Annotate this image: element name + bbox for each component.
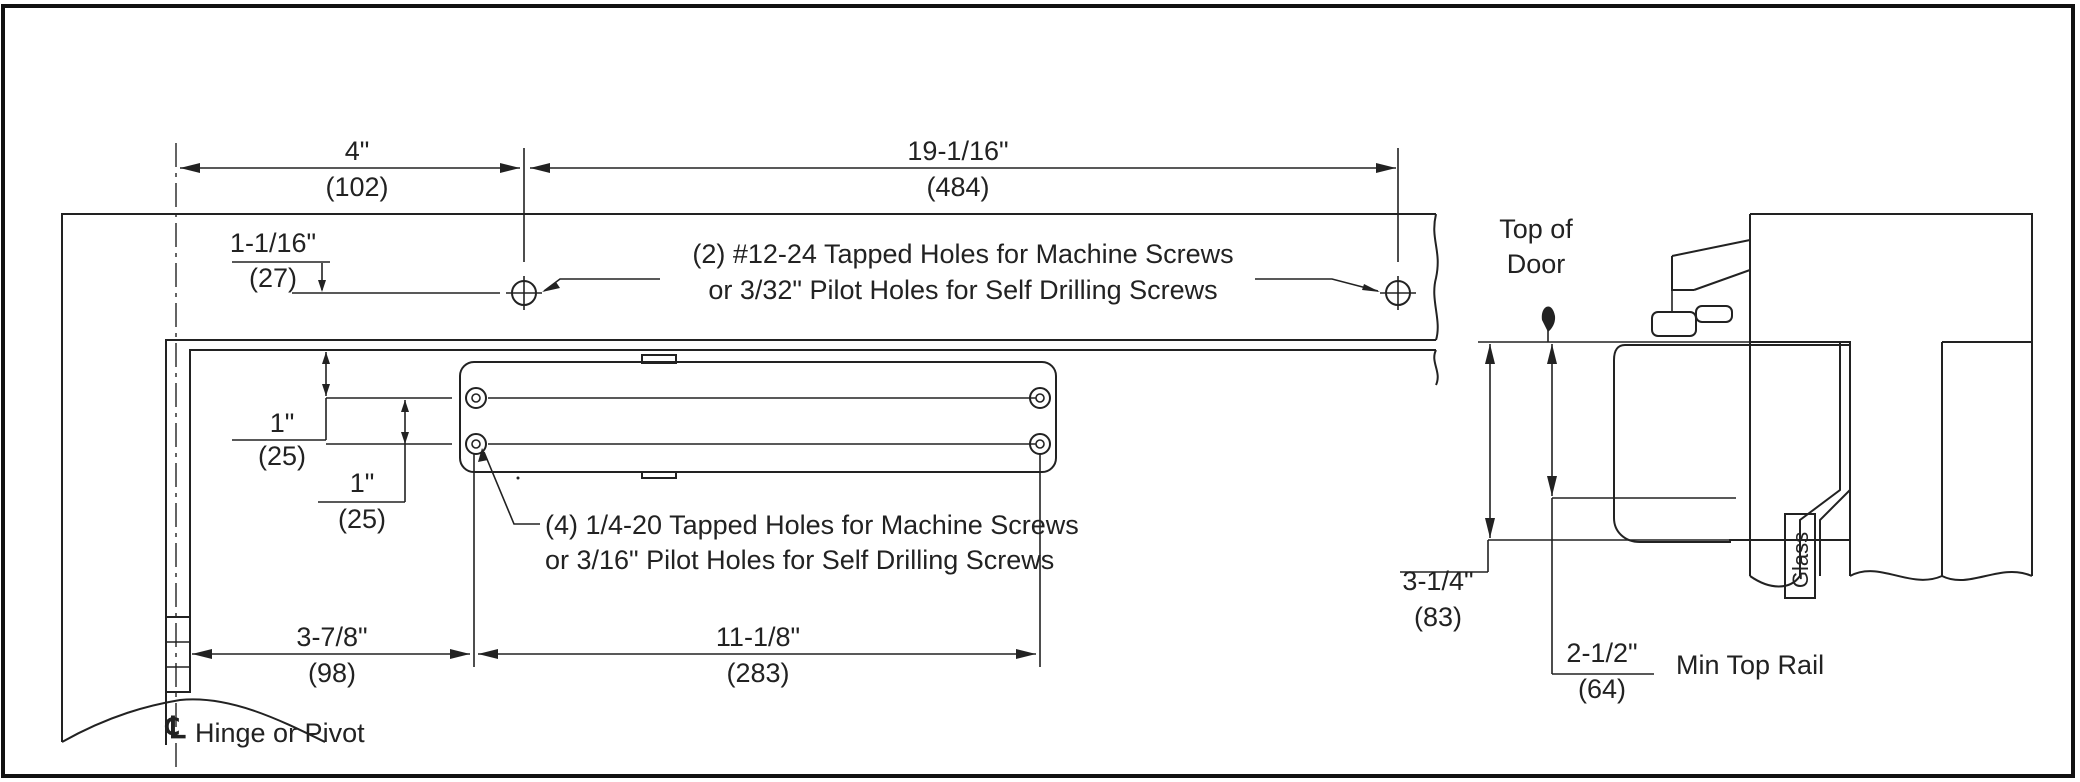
arm-note-line2: or 3/32" Pilot Holes for Self Drilling S… [708, 275, 1217, 305]
centerline-symbol: ℄ [164, 712, 186, 745]
top-of-door-line2: Door [1507, 249, 1566, 279]
arm-note-line1: (2) #12-24 Tapped Holes for Machine Scre… [692, 239, 1233, 269]
body-note-line2: or 3/16" Pilot Holes for Self Drilling S… [545, 545, 1054, 575]
bottom-break [61, 698, 326, 743]
door-break [1433, 349, 1439, 386]
side-view: Glass [1400, 213, 2033, 675]
door-outline [189, 349, 1436, 640]
dim-4-imperial: 4" [345, 136, 370, 166]
page-frame [1, 4, 2075, 778]
min-top-rail-label: Min Top Rail [1676, 650, 1824, 680]
dim-1-lower-imperial: 1" [350, 468, 375, 498]
dim-19-imperial: 19-1/16" [907, 136, 1008, 166]
hinge [165, 616, 191, 693]
top-of-door-line1: Top of [1499, 214, 1573, 244]
dim-11-1-8-imperial: 11-1/8" [716, 622, 800, 652]
dim-1-upper-imperial: 1" [270, 408, 295, 438]
dim-19-metric: (484) [926, 172, 989, 202]
dim-2-1-2-metric: (64) [1578, 674, 1626, 704]
dim-2-1-2-imperial: 2-1/2" [1566, 638, 1637, 668]
dim-11-1-8-metric: (283) [726, 658, 789, 688]
dim-1-lower-metric: (25) [338, 504, 386, 534]
dim-3-1-4-metric: (83) [1414, 602, 1462, 632]
dim-4-metric: (102) [325, 172, 388, 202]
frame-header [61, 213, 1436, 745]
dim-3-1-4-imperial: 3-1/4" [1402, 566, 1473, 596]
arm-hole-left [506, 276, 542, 310]
arm-hole-right [1380, 276, 1416, 310]
header-break [1433, 213, 1439, 341]
hinge-label: Hinge or Pivot [195, 718, 365, 748]
dim-3-7-8-imperial: 3-7/8" [296, 622, 367, 652]
dim-1-1-16-metric: (27) [249, 263, 297, 293]
body-note-line1: (4) 1/4-20 Tapped Holes for Machine Scre… [545, 510, 1079, 540]
closer-body [459, 354, 1057, 480]
glass-label: Glass [1788, 532, 1813, 588]
front-view [61, 143, 1439, 770]
dim-1-upper-metric: (25) [258, 441, 306, 471]
dim-1-1-16-imperial: 1-1/16" [230, 228, 316, 258]
dim-3-7-8-metric: (98) [308, 658, 356, 688]
